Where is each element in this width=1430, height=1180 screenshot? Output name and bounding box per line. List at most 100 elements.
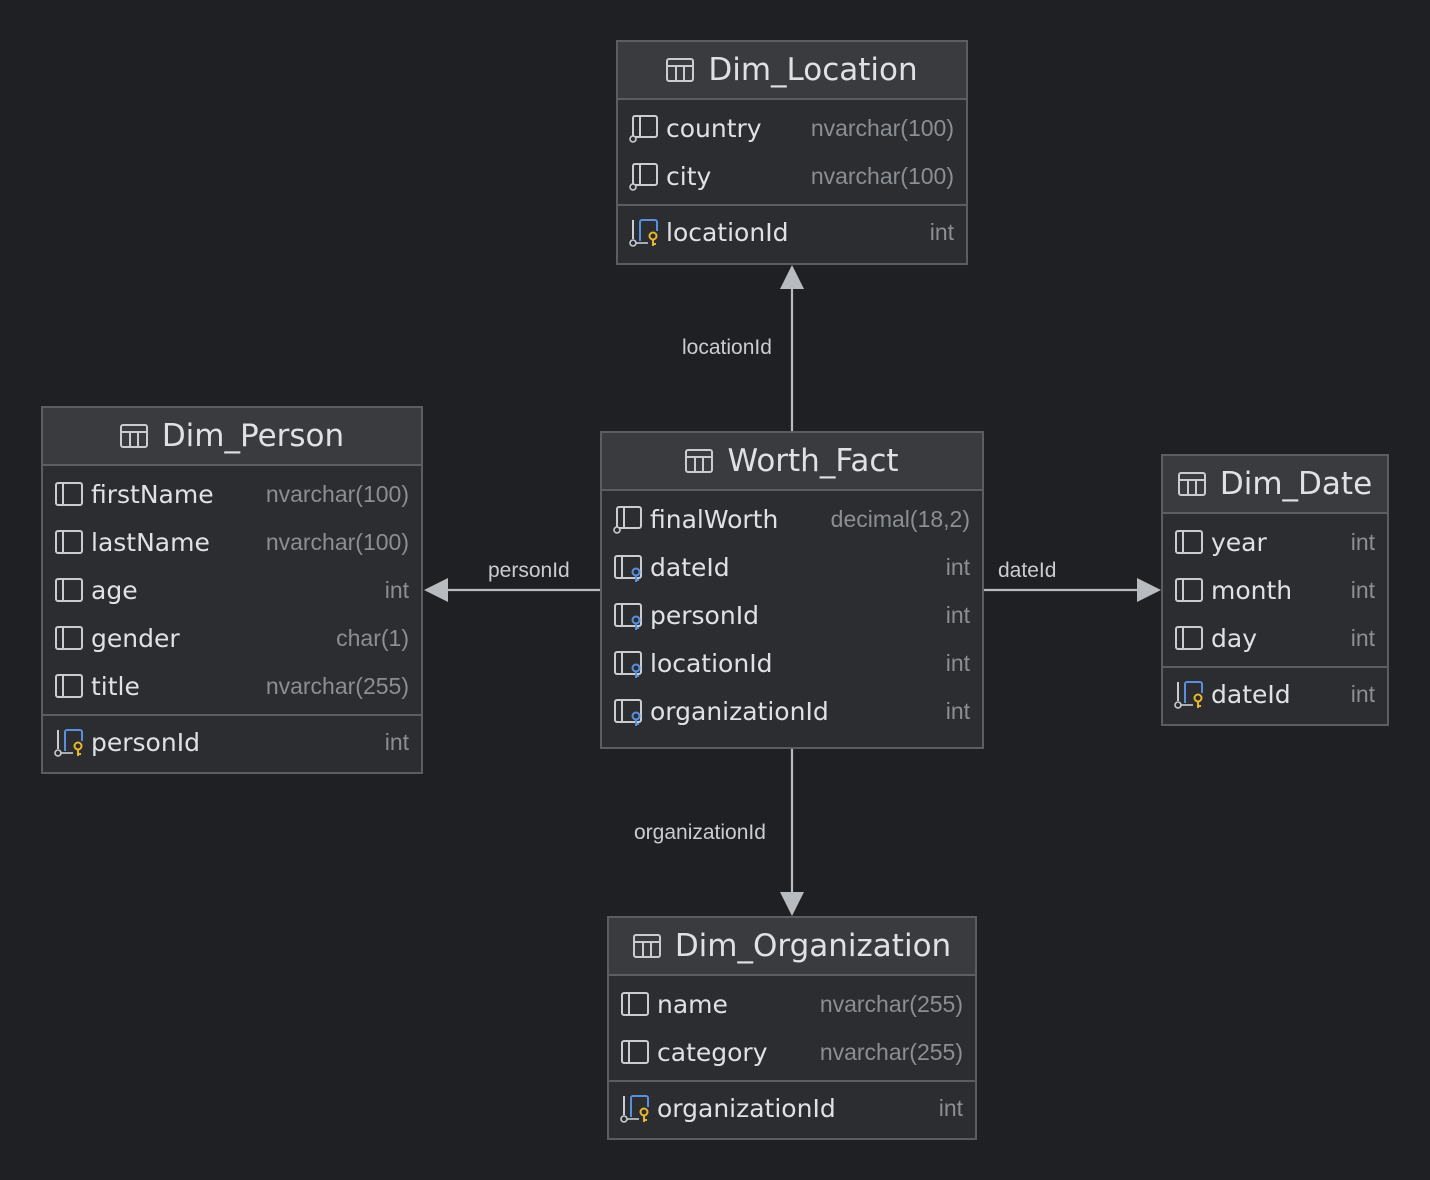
- column-type: nvarchar(255): [265, 672, 409, 699]
- foreign-key-row[interactable]: dateId int: [602, 543, 982, 591]
- arrowhead-organization: [780, 892, 804, 916]
- column-row[interactable]: gender char(1): [43, 614, 421, 662]
- edge-label-date: dateId: [998, 559, 1057, 582]
- column-row[interactable]: month int: [1163, 566, 1387, 614]
- table-header: Dim_Organization: [609, 918, 975, 976]
- column-type: int: [945, 697, 970, 724]
- table-header: Dim_Person: [43, 408, 421, 466]
- primary-key-row[interactable]: personId int: [43, 718, 421, 766]
- table-dim-person[interactable]: Dim_Person firstName nvarchar(100) lastN…: [41, 406, 423, 774]
- primary-key-row[interactable]: locationId int: [618, 208, 966, 256]
- foreign-key-row[interactable]: personId int: [602, 591, 982, 639]
- nullable-column-icon: [613, 506, 642, 534]
- column-row[interactable]: name nvarchar(255): [609, 980, 975, 1028]
- table-header: Dim_Location: [618, 42, 966, 100]
- column-row[interactable]: firstName nvarchar(100): [43, 470, 421, 518]
- primary-key-icon: [54, 729, 83, 757]
- column-icon: [621, 1040, 649, 1064]
- column-name: organizationId: [650, 696, 829, 726]
- column-type: nvarchar(255): [819, 990, 963, 1017]
- column-name: name: [657, 989, 728, 1019]
- arrowhead-person: [424, 578, 448, 602]
- column-type: int: [384, 728, 409, 755]
- table-icon: [119, 424, 148, 448]
- column-name: country: [666, 113, 762, 143]
- foreign-key-row[interactable]: locationId int: [602, 639, 982, 687]
- column-name: month: [1211, 575, 1293, 605]
- column-icon: [55, 482, 83, 506]
- column-type: int: [945, 649, 970, 676]
- primary-key-row[interactable]: organizationId int: [609, 1084, 975, 1132]
- column-name: category: [657, 1037, 768, 1067]
- column-name: firstName: [91, 479, 214, 509]
- column-type: int: [1350, 576, 1375, 603]
- nullable-column-icon: [629, 115, 658, 143]
- primary-key-icon: [1174, 681, 1203, 709]
- column-row[interactable]: age int: [43, 566, 421, 614]
- column-name: city: [666, 161, 712, 191]
- column-icon: [1175, 578, 1203, 602]
- column-icon: [55, 674, 83, 698]
- column-row[interactable]: city nvarchar(100): [618, 152, 966, 200]
- table-icon: [1177, 472, 1206, 496]
- primary-key-icon: [620, 1095, 649, 1123]
- column-name: organizationId: [657, 1093, 836, 1123]
- table-dim-date[interactable]: Dim_Date year int month int day int date…: [1161, 454, 1389, 726]
- foreign-key-icon: [614, 651, 642, 678]
- column-row[interactable]: country nvarchar(100): [618, 104, 966, 152]
- table-worth-fact[interactable]: Worth_Fact finalWorth decimal(18,2) date…: [600, 431, 984, 749]
- column-name: dateId: [650, 552, 730, 582]
- arrowhead-date: [1137, 578, 1161, 602]
- column-type: int: [1350, 680, 1375, 707]
- table-dim-organization[interactable]: Dim_Organization name nvarchar(255) cate…: [607, 916, 977, 1140]
- column-name: dateId: [1211, 679, 1291, 709]
- column-type: nvarchar(100): [810, 114, 954, 141]
- column-name: locationId: [650, 648, 773, 678]
- table-title: Dim_Organization: [674, 928, 952, 964]
- edge-label-location: locationId: [682, 336, 772, 359]
- foreign-key-icon: [614, 699, 642, 726]
- column-row[interactable]: finalWorth decimal(18,2): [602, 495, 982, 543]
- column-type: int: [384, 576, 409, 603]
- foreign-key-icon: [614, 555, 642, 582]
- column-icon: [55, 626, 83, 650]
- table-header: Dim_Date: [1163, 456, 1387, 514]
- table-icon: [666, 58, 695, 82]
- column-icon: [1175, 626, 1203, 650]
- column-row[interactable]: title nvarchar(255): [43, 662, 421, 710]
- column-type: int: [1350, 528, 1375, 555]
- nullable-column-icon: [629, 163, 658, 191]
- column-type: int: [938, 1094, 963, 1121]
- column-name: gender: [91, 623, 180, 653]
- column-name: lastName: [91, 527, 210, 557]
- column-name: year: [1211, 527, 1267, 557]
- table-header: Worth_Fact: [602, 433, 982, 491]
- column-row[interactable]: day int: [1163, 614, 1387, 662]
- column-row[interactable]: category nvarchar(255): [609, 1028, 975, 1076]
- edge-label-person: personId: [488, 559, 570, 582]
- column-icon: [55, 578, 83, 602]
- table-title: Worth_Fact: [727, 443, 899, 479]
- column-row[interactable]: year int: [1163, 518, 1387, 566]
- column-type: char(1): [336, 624, 409, 651]
- column-icon: [55, 530, 83, 554]
- foreign-key-row[interactable]: organizationId int: [602, 687, 982, 735]
- column-type: int: [945, 601, 970, 628]
- column-icon: [1175, 530, 1203, 554]
- column-type: nvarchar(255): [819, 1038, 963, 1065]
- primary-key-row[interactable]: dateId int: [1163, 670, 1387, 718]
- table-title: Dim_Location: [708, 52, 918, 88]
- foreign-key-icon: [614, 603, 642, 630]
- column-row[interactable]: lastName nvarchar(100): [43, 518, 421, 566]
- primary-key-icon: [629, 219, 658, 247]
- column-type: nvarchar(100): [265, 480, 409, 507]
- column-name: locationId: [666, 217, 789, 247]
- edge-label-organization: organizationId: [634, 821, 766, 844]
- table-dim-location[interactable]: Dim_Location country nvarchar(100) city …: [616, 40, 968, 265]
- column-icon: [621, 992, 649, 1016]
- column-type: nvarchar(100): [265, 528, 409, 555]
- column-name: title: [91, 671, 140, 701]
- column-type: decimal(18,2): [830, 505, 970, 532]
- column-type: int: [945, 553, 970, 580]
